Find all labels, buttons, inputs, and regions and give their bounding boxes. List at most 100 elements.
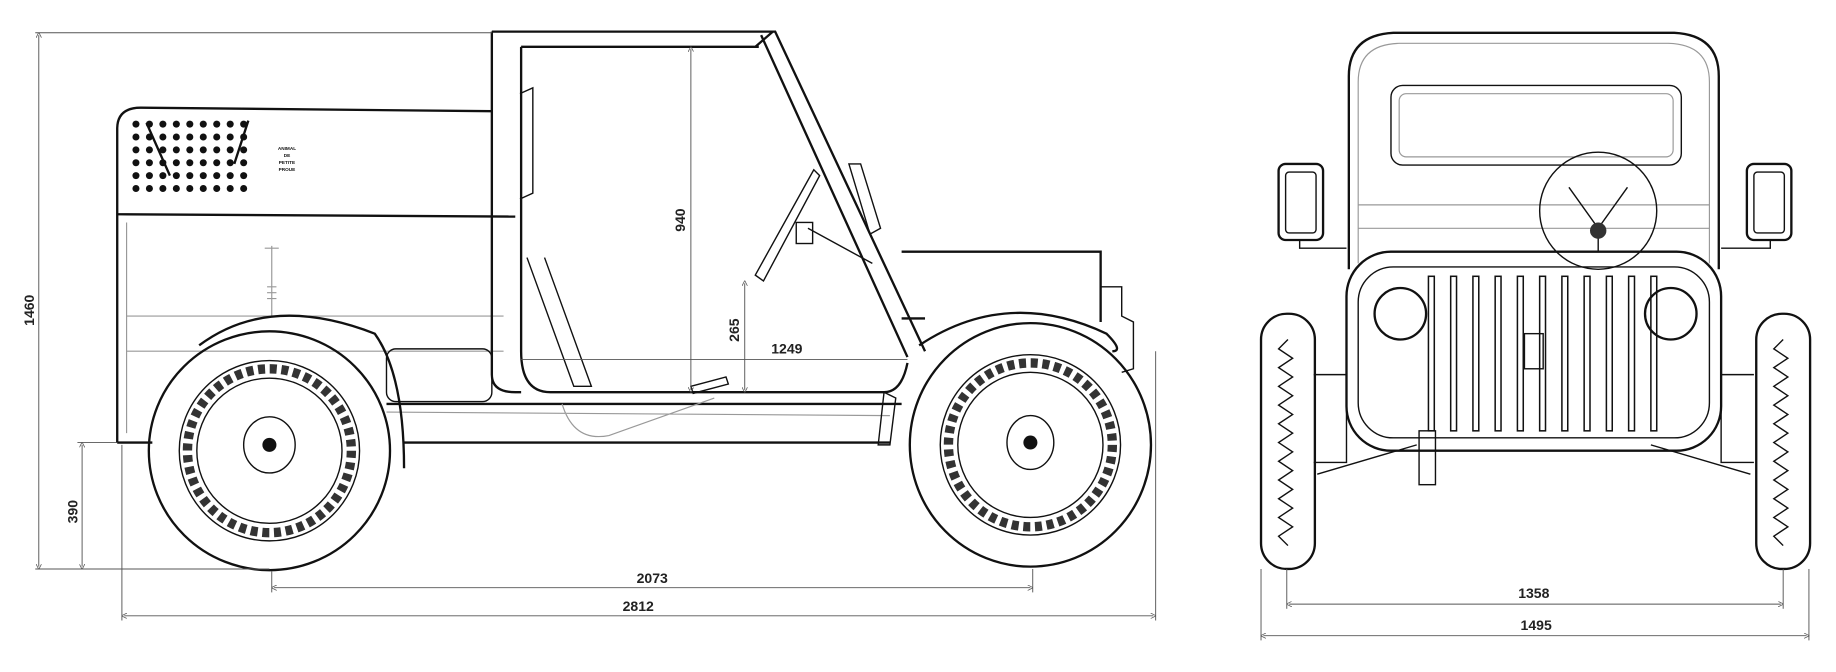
svg-text:PROUE: PROUE: [279, 167, 296, 172]
vent-hole: [159, 146, 167, 154]
grille-bar: [1427, 275, 1436, 432]
vent-hole: [172, 159, 180, 167]
grille-frame: [1345, 250, 1723, 452]
steering-wheel: [1538, 151, 1658, 270]
vent-hole: [132, 172, 140, 180]
vent-hole: [240, 184, 248, 192]
vent-hole: [226, 133, 234, 141]
rear-wheel: [147, 330, 392, 572]
vent-hole: [226, 172, 234, 180]
vent-hole: [186, 146, 194, 154]
shock-absorber: [264, 245, 279, 317]
grille-bar: [1538, 275, 1547, 432]
svg-text:ANIMAL: ANIMAL: [278, 146, 296, 151]
vent-hole: [186, 120, 194, 128]
headlight-right: [1643, 286, 1698, 341]
side-view: ANIMAL DE PETITE PROUE: [21, 30, 1157, 621]
front-view: 1358 1495: [1259, 31, 1812, 641]
seat-back: [526, 257, 593, 388]
label-overall-width: 1495: [1521, 617, 1552, 633]
vent-hole: [172, 184, 180, 192]
vent-hole: [213, 146, 221, 154]
vent-hole: [132, 133, 140, 141]
grille-bar: [1605, 275, 1614, 432]
vent-hole: [213, 159, 221, 167]
vent-hole: [199, 172, 207, 180]
grille-bar: [1627, 275, 1636, 432]
tow-hook: [1418, 430, 1437, 486]
vent-hole: [199, 146, 207, 154]
vent-hole: [132, 120, 140, 128]
grille-bar: [1494, 275, 1502, 432]
roll-cage-top: [491, 30, 927, 358]
vent-hole: [199, 133, 207, 141]
label-cabin-height: 940: [672, 208, 688, 232]
vent-hole: [186, 133, 194, 141]
vent-hole: [172, 146, 180, 154]
grille-bar: [1583, 275, 1591, 432]
vent-hole: [172, 133, 180, 141]
vent-hole: [145, 172, 153, 180]
vent-hole: [159, 133, 167, 141]
side-dimensions: 1460 390 940 265 1249 2073 2812: [21, 32, 1157, 621]
label-overall-height: 1460: [21, 294, 37, 325]
label-floor-height: 265: [726, 318, 742, 342]
vent-hole: [186, 159, 194, 167]
door-hinge: [519, 86, 534, 200]
vent-hole: [213, 172, 221, 180]
svg-text:PETITE: PETITE: [279, 160, 295, 165]
battery-pack: [385, 348, 493, 403]
grille-bar: [1449, 275, 1458, 432]
vent-hole: [186, 184, 194, 192]
label-overall-length: 2812: [623, 598, 654, 614]
vent-hole: [159, 172, 167, 180]
grille-badge: [1523, 332, 1544, 370]
vent-hole: [240, 146, 248, 154]
grille-bar: [1561, 275, 1569, 432]
rear-body-outline: [116, 106, 492, 443]
svg-text:DE: DE: [284, 153, 290, 158]
front-wheel: [908, 321, 1153, 568]
front-fender: [918, 311, 1119, 353]
suspension-arms: [1313, 373, 1754, 475]
tire-right: [1755, 312, 1812, 571]
vent-hole: [226, 120, 234, 128]
label-cabin-length: 1249: [771, 341, 802, 357]
front-hood: [901, 250, 1102, 322]
body-belt-line: [117, 213, 516, 218]
cabin-outline: [1347, 31, 1720, 270]
vent-hole: [145, 184, 153, 192]
mirror-side: [847, 163, 882, 236]
vent-grid: [132, 120, 248, 192]
vent-hole: [145, 146, 153, 154]
vent-hole: [172, 120, 180, 128]
vent-hole: [199, 184, 207, 192]
steering-column: [754, 168, 873, 283]
pedal: [689, 376, 730, 395]
rear-fender: [198, 314, 406, 469]
vent-hole: [186, 172, 194, 180]
vent-hole: [159, 120, 167, 128]
grille-bar: [1516, 275, 1525, 432]
steering-joint: [795, 221, 814, 245]
vent-hole: [132, 184, 140, 192]
vent-hole: [240, 172, 248, 180]
tire-left: [1259, 312, 1317, 571]
vent-hole: [226, 146, 234, 154]
vent-hole: [132, 146, 140, 154]
vent-hole: [213, 120, 221, 128]
vent-hole: [159, 184, 167, 192]
grille-bar: [1650, 275, 1658, 432]
vent-hole: [213, 184, 221, 192]
label-track: 1358: [1518, 585, 1549, 601]
front-bumper: [1100, 286, 1135, 373]
vent-hole: [132, 159, 140, 167]
vent-hole: [226, 184, 234, 192]
hood-lettering: ANIMAL DE PETITE PROUE: [278, 146, 296, 172]
vent-hole: [199, 120, 207, 128]
vent-hole: [199, 159, 207, 167]
front-step: [877, 391, 897, 446]
vent-hole: [145, 159, 153, 167]
